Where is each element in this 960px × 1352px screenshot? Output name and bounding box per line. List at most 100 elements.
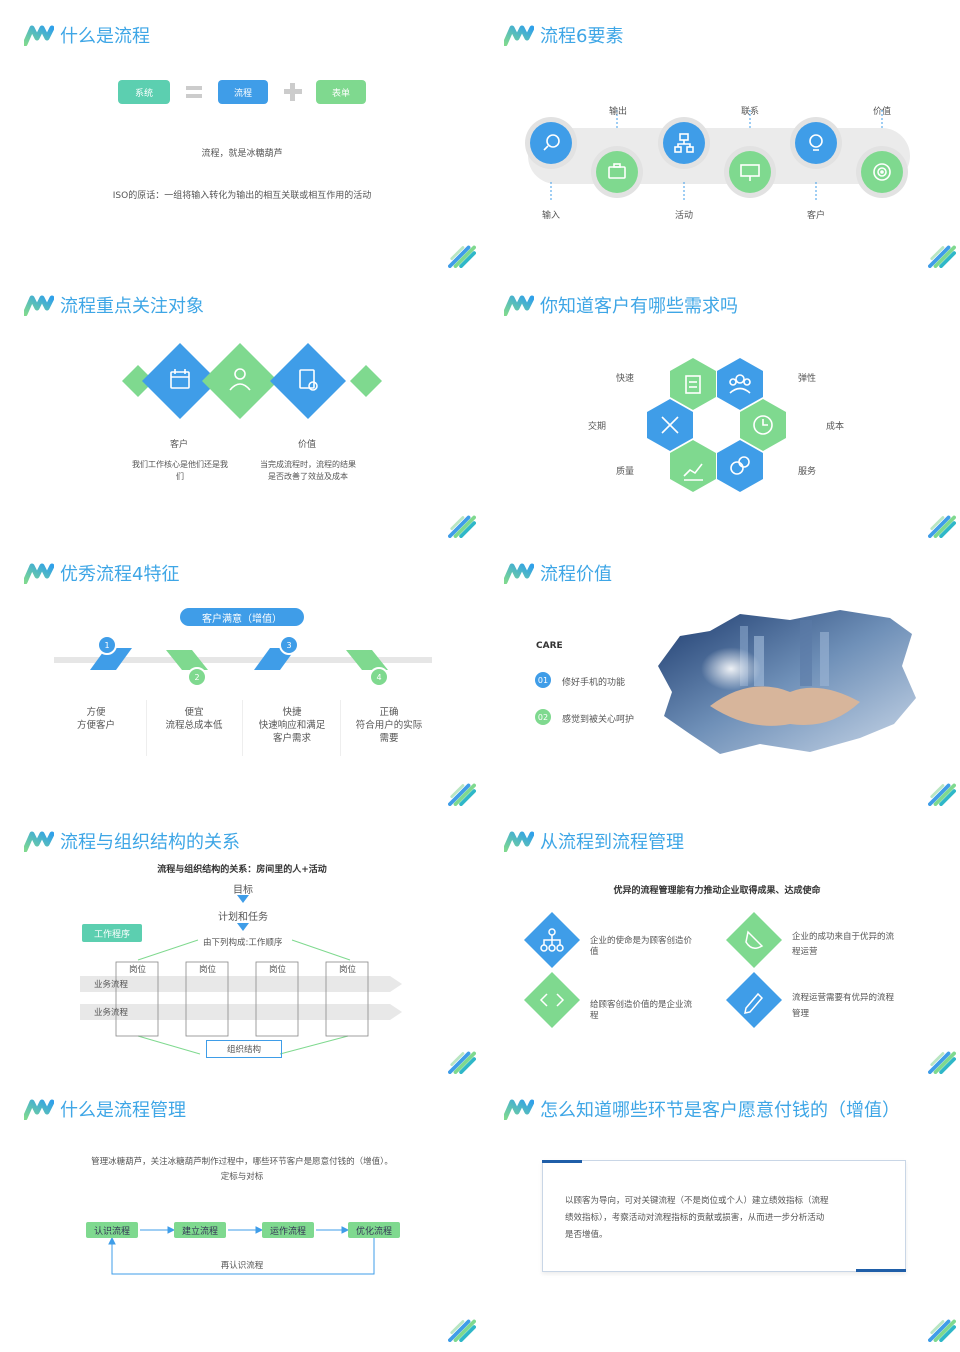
- clock-icon: [753, 415, 773, 435]
- need-fast: 快速: [616, 374, 635, 384]
- card-accent: [542, 1160, 582, 1163]
- step-build: 建立流程: [174, 1222, 226, 1238]
- element-chain: [525, 110, 910, 202]
- chart-icon: [683, 463, 703, 481]
- handshake-image: [658, 610, 916, 754]
- value-desc: 当完成流程时，流程的结果: [260, 460, 356, 469]
- team-icon: [229, 368, 251, 391]
- logo-icon: [24, 294, 54, 316]
- logo-icon: [24, 1098, 54, 1120]
- slide-what-is-management: 什么是流程管理 管理冰糖葫芦，关注冰糖葫芦制作过程中，哪些环节客户是愿意付钱的（…: [0, 1074, 476, 1342]
- feature-convenient-desc: 方便客户: [76, 720, 115, 731]
- corner-stripes-icon: [448, 240, 476, 268]
- clipboard-icon: [299, 369, 318, 391]
- org-subtitle: 流程与组织结构的关系：房间里的人+活动: [157, 865, 327, 875]
- network-icon: [674, 133, 694, 153]
- feature-track: 1 2 3 4: [54, 635, 432, 687]
- step-optimize: 优化流程: [348, 1222, 400, 1238]
- target-icon: [873, 163, 891, 181]
- goal-label: 目标: [233, 885, 253, 896]
- post-3: 岗位: [269, 965, 287, 975]
- money-icon: [730, 456, 750, 475]
- slide-title-text: 从流程到流程管理: [540, 832, 684, 853]
- feature-correct: 正确: [379, 707, 399, 718]
- team-icon: [729, 374, 751, 394]
- business-flow-2: 业务流程: [94, 1008, 129, 1018]
- value-process-text: 给顾客创造价值的是企业流: [590, 1000, 693, 1010]
- slide-title: 怎么知道哪些环节是客户愿意付钱的（增值）: [504, 1096, 900, 1122]
- post-2: 岗位: [199, 965, 217, 975]
- search-icon: [543, 134, 560, 151]
- down-arrow-icon: [237, 923, 249, 931]
- slide-title-text: 优秀流程4特征: [60, 564, 180, 585]
- work-order-label: 由下列构成:工作顺序: [203, 938, 283, 948]
- operation-text-2: 管理: [792, 1009, 810, 1019]
- need-flexible: 弹性: [798, 374, 817, 384]
- work-procedure-tag: 工作程序: [82, 924, 142, 942]
- slide-title: 从流程到流程管理: [504, 828, 684, 854]
- slide-title-text: 流程6要素: [540, 26, 624, 47]
- feature-correct-desc: 符合用户的实际: [355, 720, 423, 731]
- mission-text-2: 值: [590, 947, 599, 957]
- step-operate: 运作流程: [262, 1222, 314, 1238]
- clipboard-icon: [685, 375, 701, 394]
- corner-stripes-icon: [448, 778, 476, 806]
- logo-icon: [504, 830, 534, 852]
- corner-stripes-icon: [928, 778, 956, 806]
- code-icon: [539, 993, 565, 1007]
- slide-title-text: 流程与组织结构的关系: [60, 832, 240, 853]
- corner-stripes-icon: [928, 510, 956, 538]
- divider: [146, 700, 147, 756]
- need-cost: 成本: [826, 422, 845, 432]
- network-icon: [540, 928, 564, 952]
- step-number: 1: [104, 641, 109, 650]
- feature-fast-desc-2: 客户需求: [272, 733, 311, 744]
- slide-title-text: 你知道客户有哪些需求吗: [540, 296, 738, 317]
- slide-title: 流程重点关注对象: [24, 292, 204, 318]
- slide-six-elements: 流程6要素 输出 联系 价值 输入 活动 客户: [480, 0, 956, 268]
- management-diamonds: [524, 912, 782, 1028]
- text-card: 以顾客为导向，可对关键流程（不是岗位或个人）建立绩效指标（流程 绩效指标），考察…: [542, 1160, 906, 1272]
- corner-stripes-icon: [928, 1314, 956, 1342]
- bulb-icon: [745, 930, 764, 949]
- post-1: 岗位: [129, 965, 147, 975]
- management-subtitle: 优异的流程管理能有力推动企业取得成果、达成使命: [613, 886, 821, 896]
- customer-desc: 我们工作核心是他们还是我: [132, 460, 228, 469]
- process-tag: 流程: [218, 80, 268, 104]
- corner-stripes-icon: [448, 510, 476, 538]
- corner-stripes-icon: [928, 240, 956, 268]
- bulb-icon: [809, 134, 823, 151]
- logo-icon: [24, 562, 54, 584]
- value-process-text-2: 程: [590, 1011, 599, 1021]
- re-recognize-label: 再认识流程: [220, 1261, 264, 1271]
- tools-icon: [661, 416, 679, 434]
- slide-process-management: 从流程到流程管理 优异的流程管理能有力推动企业取得成果、达成使命 企业的使命是为…: [480, 806, 956, 1074]
- slide-value-added: 怎么知道哪些环节是客户愿意付钱的（增值） 以顾客为导向，可对关键流程（不是岗位或…: [480, 1074, 956, 1342]
- definition-line: 流程，就是冰糖葫芦: [201, 149, 283, 159]
- logo-icon: [504, 294, 534, 316]
- logo-icon: [504, 24, 534, 46]
- slide-process-org: 流程与组织结构的关系 流程与组织结构的关系：房间里的人+活动 目标 计划和任务 …: [0, 806, 476, 1074]
- slide-title: 优秀流程4特征: [24, 560, 179, 586]
- feature-cheap: 便宜: [184, 707, 204, 718]
- card-line-3: 是否增值。: [565, 1230, 608, 1240]
- process-cycle: [108, 1226, 375, 1275]
- element-output: 输出: [609, 107, 628, 117]
- slide-title: 流程价值: [504, 560, 612, 586]
- need-quality: 质量: [616, 467, 635, 477]
- slide-title-text: 什么是流程: [60, 26, 150, 47]
- org-diagram: [80, 939, 402, 1055]
- customer-desc-2: 们: [176, 472, 184, 481]
- step-recognize: 认识流程: [86, 1222, 138, 1238]
- briefcase-icon: [608, 163, 626, 179]
- corner-stripes-icon: [448, 1314, 476, 1342]
- element-link: 联系: [741, 107, 760, 117]
- feature-convenient: 方便: [86, 707, 106, 718]
- slide-focus-objects: 流程重点关注对象 客户 价值 我们工作核心是他们还是我 们 当完成流程时，流程的…: [0, 270, 476, 538]
- slide-title: 什么是流程管理: [24, 1096, 186, 1122]
- slide-what-is-process: 什么是流程 系统 流程 表单 流程，就是冰糖葫芦 ISO的原话：一组将输入转化为…: [0, 0, 476, 268]
- success-text-2: 程运营: [792, 947, 818, 957]
- management-desc: 管理冰糖葫芦，关注冰糖葫芦制作过程中，哪些环节客户是愿意付钱的（增值）。: [91, 1157, 393, 1167]
- slide-title: 流程6要素: [504, 22, 623, 48]
- hexagon-cluster: [647, 358, 786, 492]
